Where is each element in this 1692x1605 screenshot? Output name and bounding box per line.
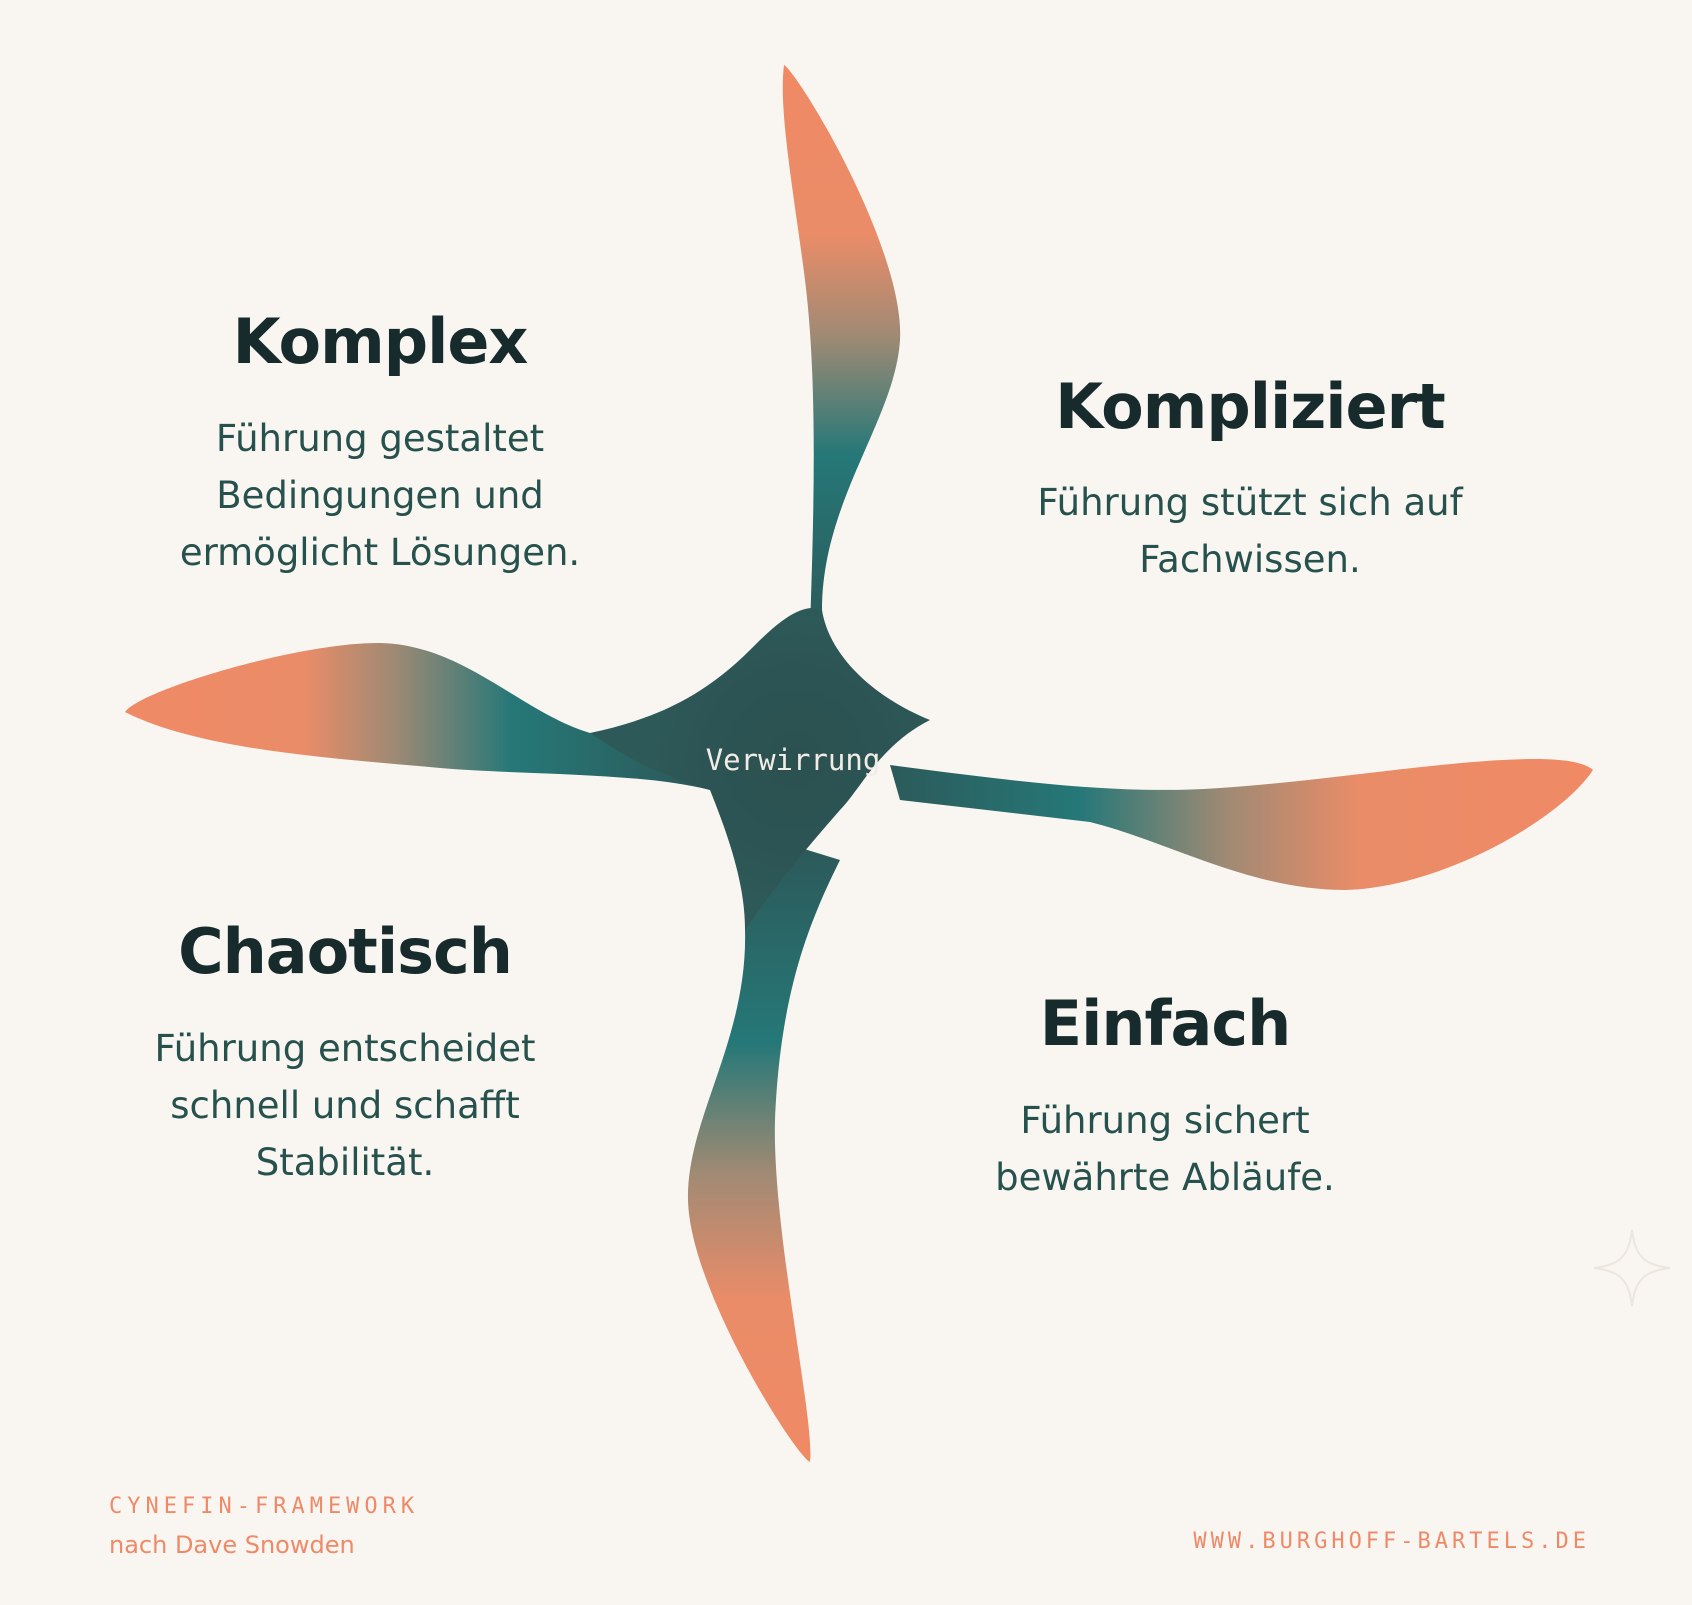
- center-body: [590, 608, 930, 930]
- kompliziert-title: Kompliziert: [1055, 370, 1446, 443]
- kompliziert-text: Führung stützt sich auf Fachwissen.: [1000, 474, 1500, 588]
- kompliziert-line-1: Führung stützt sich auf: [1037, 481, 1463, 524]
- footer-subtitle: nach Dave Snowden: [109, 1531, 355, 1559]
- einfach-line-1: Führung sichert: [1020, 1099, 1310, 1142]
- komplex-title: Komplex: [232, 305, 529, 378]
- footer-title: CYNEFIN-FRAMEWORK: [109, 1494, 420, 1519]
- arm-left: [125, 642, 720, 790]
- arm-right: [890, 758, 1593, 890]
- chaotisch-line-3: Stabilität.: [255, 1141, 435, 1184]
- komplex-line-2: Bedingungen und: [216, 474, 544, 517]
- center-label: Verwirrung: [705, 743, 881, 777]
- footer-website: WWW.BURGHOFF-BARTELS.DE: [1193, 1529, 1590, 1554]
- komplex-text: Führung gestaltet Bedingungen und ermögl…: [145, 410, 615, 581]
- einfach-text: Führung sichert bewährte Abläufe.: [940, 1092, 1390, 1206]
- komplex-line-3: ermöglicht Lösungen.: [179, 531, 581, 574]
- arm-bottom: [687, 840, 840, 1462]
- chaotisch-title: Chaotisch: [178, 915, 513, 988]
- einfach-line-2: bewährte Abläufe.: [995, 1156, 1335, 1199]
- einfach-title: Einfach: [1039, 987, 1291, 1060]
- chaotisch-line-2: schnell und schafft: [170, 1084, 520, 1127]
- kompliziert-line-2: Fachwissen.: [1139, 538, 1361, 581]
- arm-top: [750, 65, 901, 700]
- komplex-line-1: Führung gestaltet: [215, 417, 545, 460]
- chaotisch-line-1: Führung entscheidet: [154, 1027, 536, 1070]
- chaotisch-text: Führung entscheidet schnell und schafft …: [110, 1020, 580, 1191]
- sparkle-icon: [1593, 1229, 1671, 1307]
